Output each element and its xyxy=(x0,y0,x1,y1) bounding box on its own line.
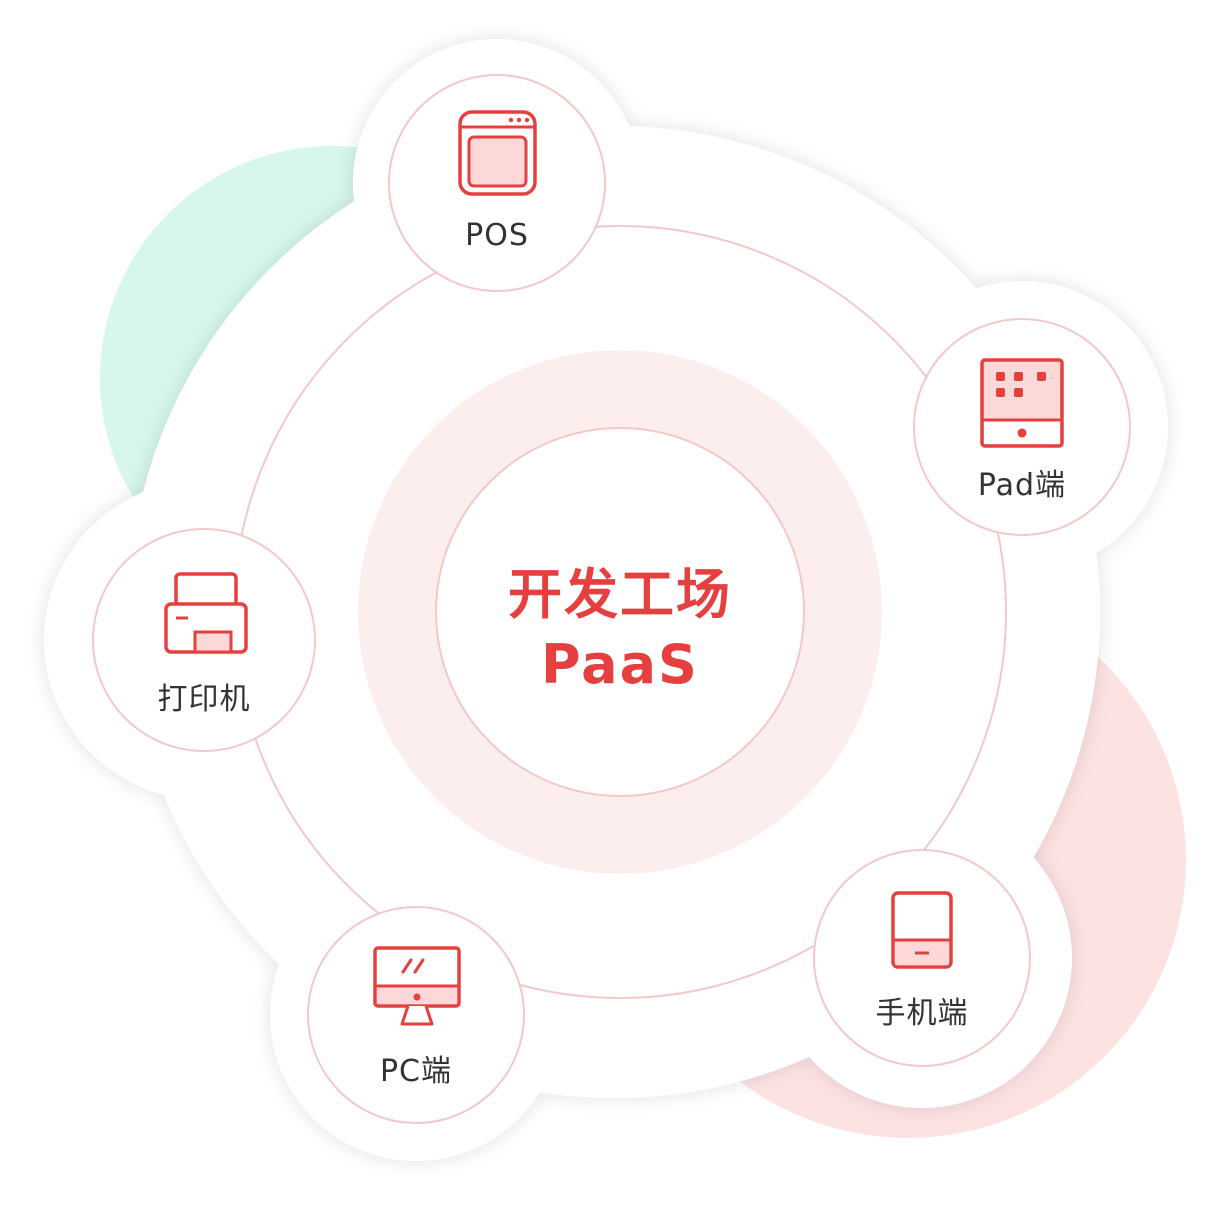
node-label-mobile: 手机端 xyxy=(875,996,969,1031)
mobile-phone-icon xyxy=(891,891,953,969)
printer-icon xyxy=(164,572,248,654)
center-title-line1: 开发工场 xyxy=(508,563,732,626)
pos-terminal-icon xyxy=(458,110,537,196)
desktop-monitor-icon xyxy=(373,946,461,1026)
node-label-pc: PC端 xyxy=(379,1054,453,1089)
node-label-printer: 打印机 xyxy=(157,682,251,717)
node-label-pos: POS xyxy=(465,218,529,253)
center-title-line2: PaaS xyxy=(541,633,699,696)
center-hub xyxy=(435,427,805,797)
node-label-pad: Pad端 xyxy=(977,468,1067,503)
tablet-icon xyxy=(980,358,1064,448)
center-title: 开发工场 PaaS xyxy=(440,560,800,700)
